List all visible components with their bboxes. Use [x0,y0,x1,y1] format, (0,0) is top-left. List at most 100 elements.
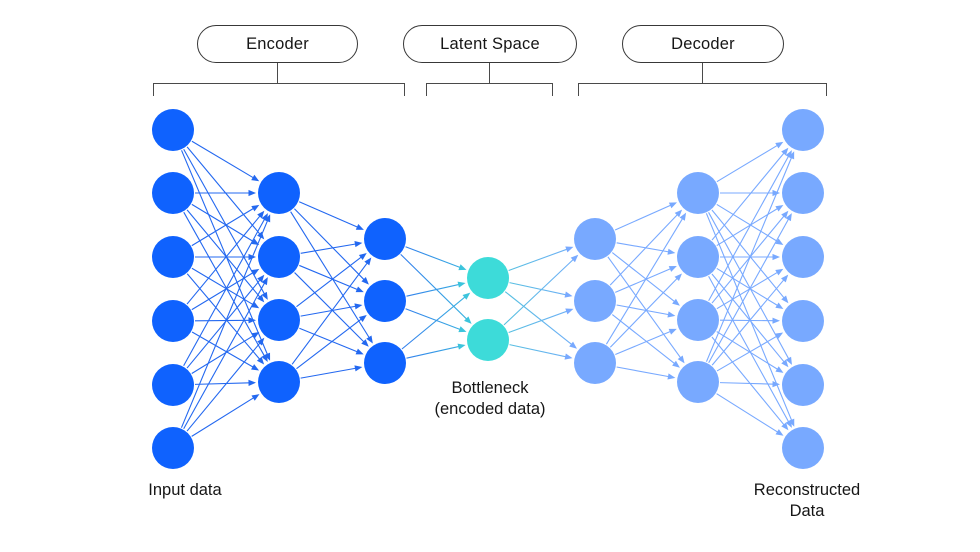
encoder-hidden-2-node [364,218,406,260]
edge [611,314,676,365]
edge [191,396,255,437]
bottleneck-label: Bottleneck (encoded data) [388,378,592,420]
edge [705,156,793,362]
input-data-label: Input data [148,481,222,499]
edge-arrowhead [257,337,265,346]
input-layer-node [152,427,194,469]
edge [711,214,785,304]
edge [716,144,779,183]
edge-arrowhead [464,316,472,324]
edge-arrowhead [251,238,260,246]
edge-arrowhead [775,268,784,276]
edge-arrowhead [667,311,676,318]
edge-arrowhead [364,257,372,266]
edge-arrowhead [788,151,795,160]
edge-arrowhead [781,359,789,368]
edge [509,282,567,296]
edge-arrowhead [264,214,271,223]
edge-arrowhead [354,241,363,248]
edge [183,211,266,357]
reconstructed-label-line2: Data [789,502,825,520]
edge-arrowhead [358,252,367,260]
edge [716,393,779,434]
edge [616,366,670,378]
edge [296,256,363,308]
edge [711,151,785,241]
decoder-hidden-2-node [677,361,719,403]
edge [191,203,255,243]
edge-arrowhead [668,266,677,272]
edge [405,246,462,269]
edge [609,213,679,286]
decoder-bracket [578,83,827,96]
edge-arrowhead [251,204,260,212]
edge [298,201,359,228]
edge [299,327,359,353]
edge-arrowhead [257,231,265,240]
edge-arrowhead [565,308,574,315]
encoder-hidden-1-node [258,236,300,278]
edge [614,204,672,231]
edge [405,308,462,331]
reconstructed-label-line1: Reconstructed [753,481,861,499]
edge [300,367,357,379]
edge [716,335,779,372]
edge-arrowhead [775,238,784,246]
edge [194,319,251,322]
output-layer-node [782,109,824,151]
encoder-hidden-2-node [364,342,406,384]
edge [296,318,363,370]
edge [508,248,568,271]
edge-arrowhead [248,189,256,197]
edge [186,209,261,299]
latent-space-pill: Latent Space [403,25,577,63]
edge-arrowhead [672,360,680,368]
edge [406,345,460,359]
edge [711,278,785,366]
edge-arrowhead [781,147,789,156]
edge [186,341,261,432]
decoder-hidden-1-node [574,218,616,260]
edge-arrowhead [257,274,265,283]
edge [708,218,790,364]
edge-arrowhead [775,366,784,373]
edge-arrowhead [458,326,467,333]
edge-arrowhead [458,264,467,271]
input-layer-node [152,236,194,278]
edge-arrowhead [679,212,687,221]
edge-arrowhead [674,209,683,218]
edge [194,382,251,385]
decoder-hidden-1-node [574,280,616,322]
edge [401,296,466,350]
edge-arrowhead [251,364,260,371]
edge [711,336,786,426]
edge [708,155,790,302]
edge-arrowhead [462,292,471,300]
edge [605,217,684,345]
edge [716,271,779,310]
edge-arrowhead [775,302,784,310]
edge [708,276,790,423]
edge-arrowhead [366,335,373,344]
edge-arrowhead [361,277,369,285]
edge [186,278,261,369]
edge [191,334,255,374]
edge-arrowhead [772,381,781,388]
edge-arrowhead [248,317,257,324]
edge [616,304,670,316]
edge-arrowhead [257,294,265,303]
edge [716,331,779,371]
edge-arrowhead [251,394,260,401]
input-layer-node [152,364,194,406]
edge-arrowhead [775,141,784,149]
edge-arrowhead [564,353,573,360]
output-layer-node [782,236,824,278]
encoder-bracket [153,83,405,96]
edge [186,273,261,361]
edge-arrowhead [565,246,574,253]
edge [290,211,371,339]
bottleneck-label-line1: Bottleneck [451,379,529,397]
edge [180,219,269,428]
edge-arrowhead [772,253,780,261]
edge [186,146,261,236]
